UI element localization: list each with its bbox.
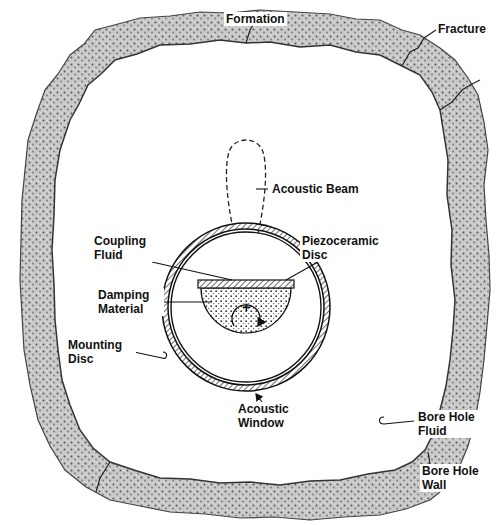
rotation-sign: +: [240, 300, 253, 314]
formation-outline: [20, 10, 490, 520]
formation-label: Formation: [224, 12, 287, 26]
bore-hole: [52, 40, 455, 485]
part-label: Mounting Disc: [66, 338, 136, 366]
part-label: Acoustic Window: [236, 402, 302, 430]
fracture-label: Fracture: [436, 22, 488, 36]
part-label: Damping Material: [96, 288, 164, 316]
part-label: Bore Hole Fluid: [416, 410, 492, 438]
part-label: Piezoceramic Disc: [300, 234, 396, 262]
beam-label: Acoustic Beam: [270, 182, 361, 196]
part-label: Bore Hole Wall: [420, 464, 494, 492]
part-label: Coupling Fluid: [92, 234, 158, 262]
leader-lines: [134, 189, 430, 464]
